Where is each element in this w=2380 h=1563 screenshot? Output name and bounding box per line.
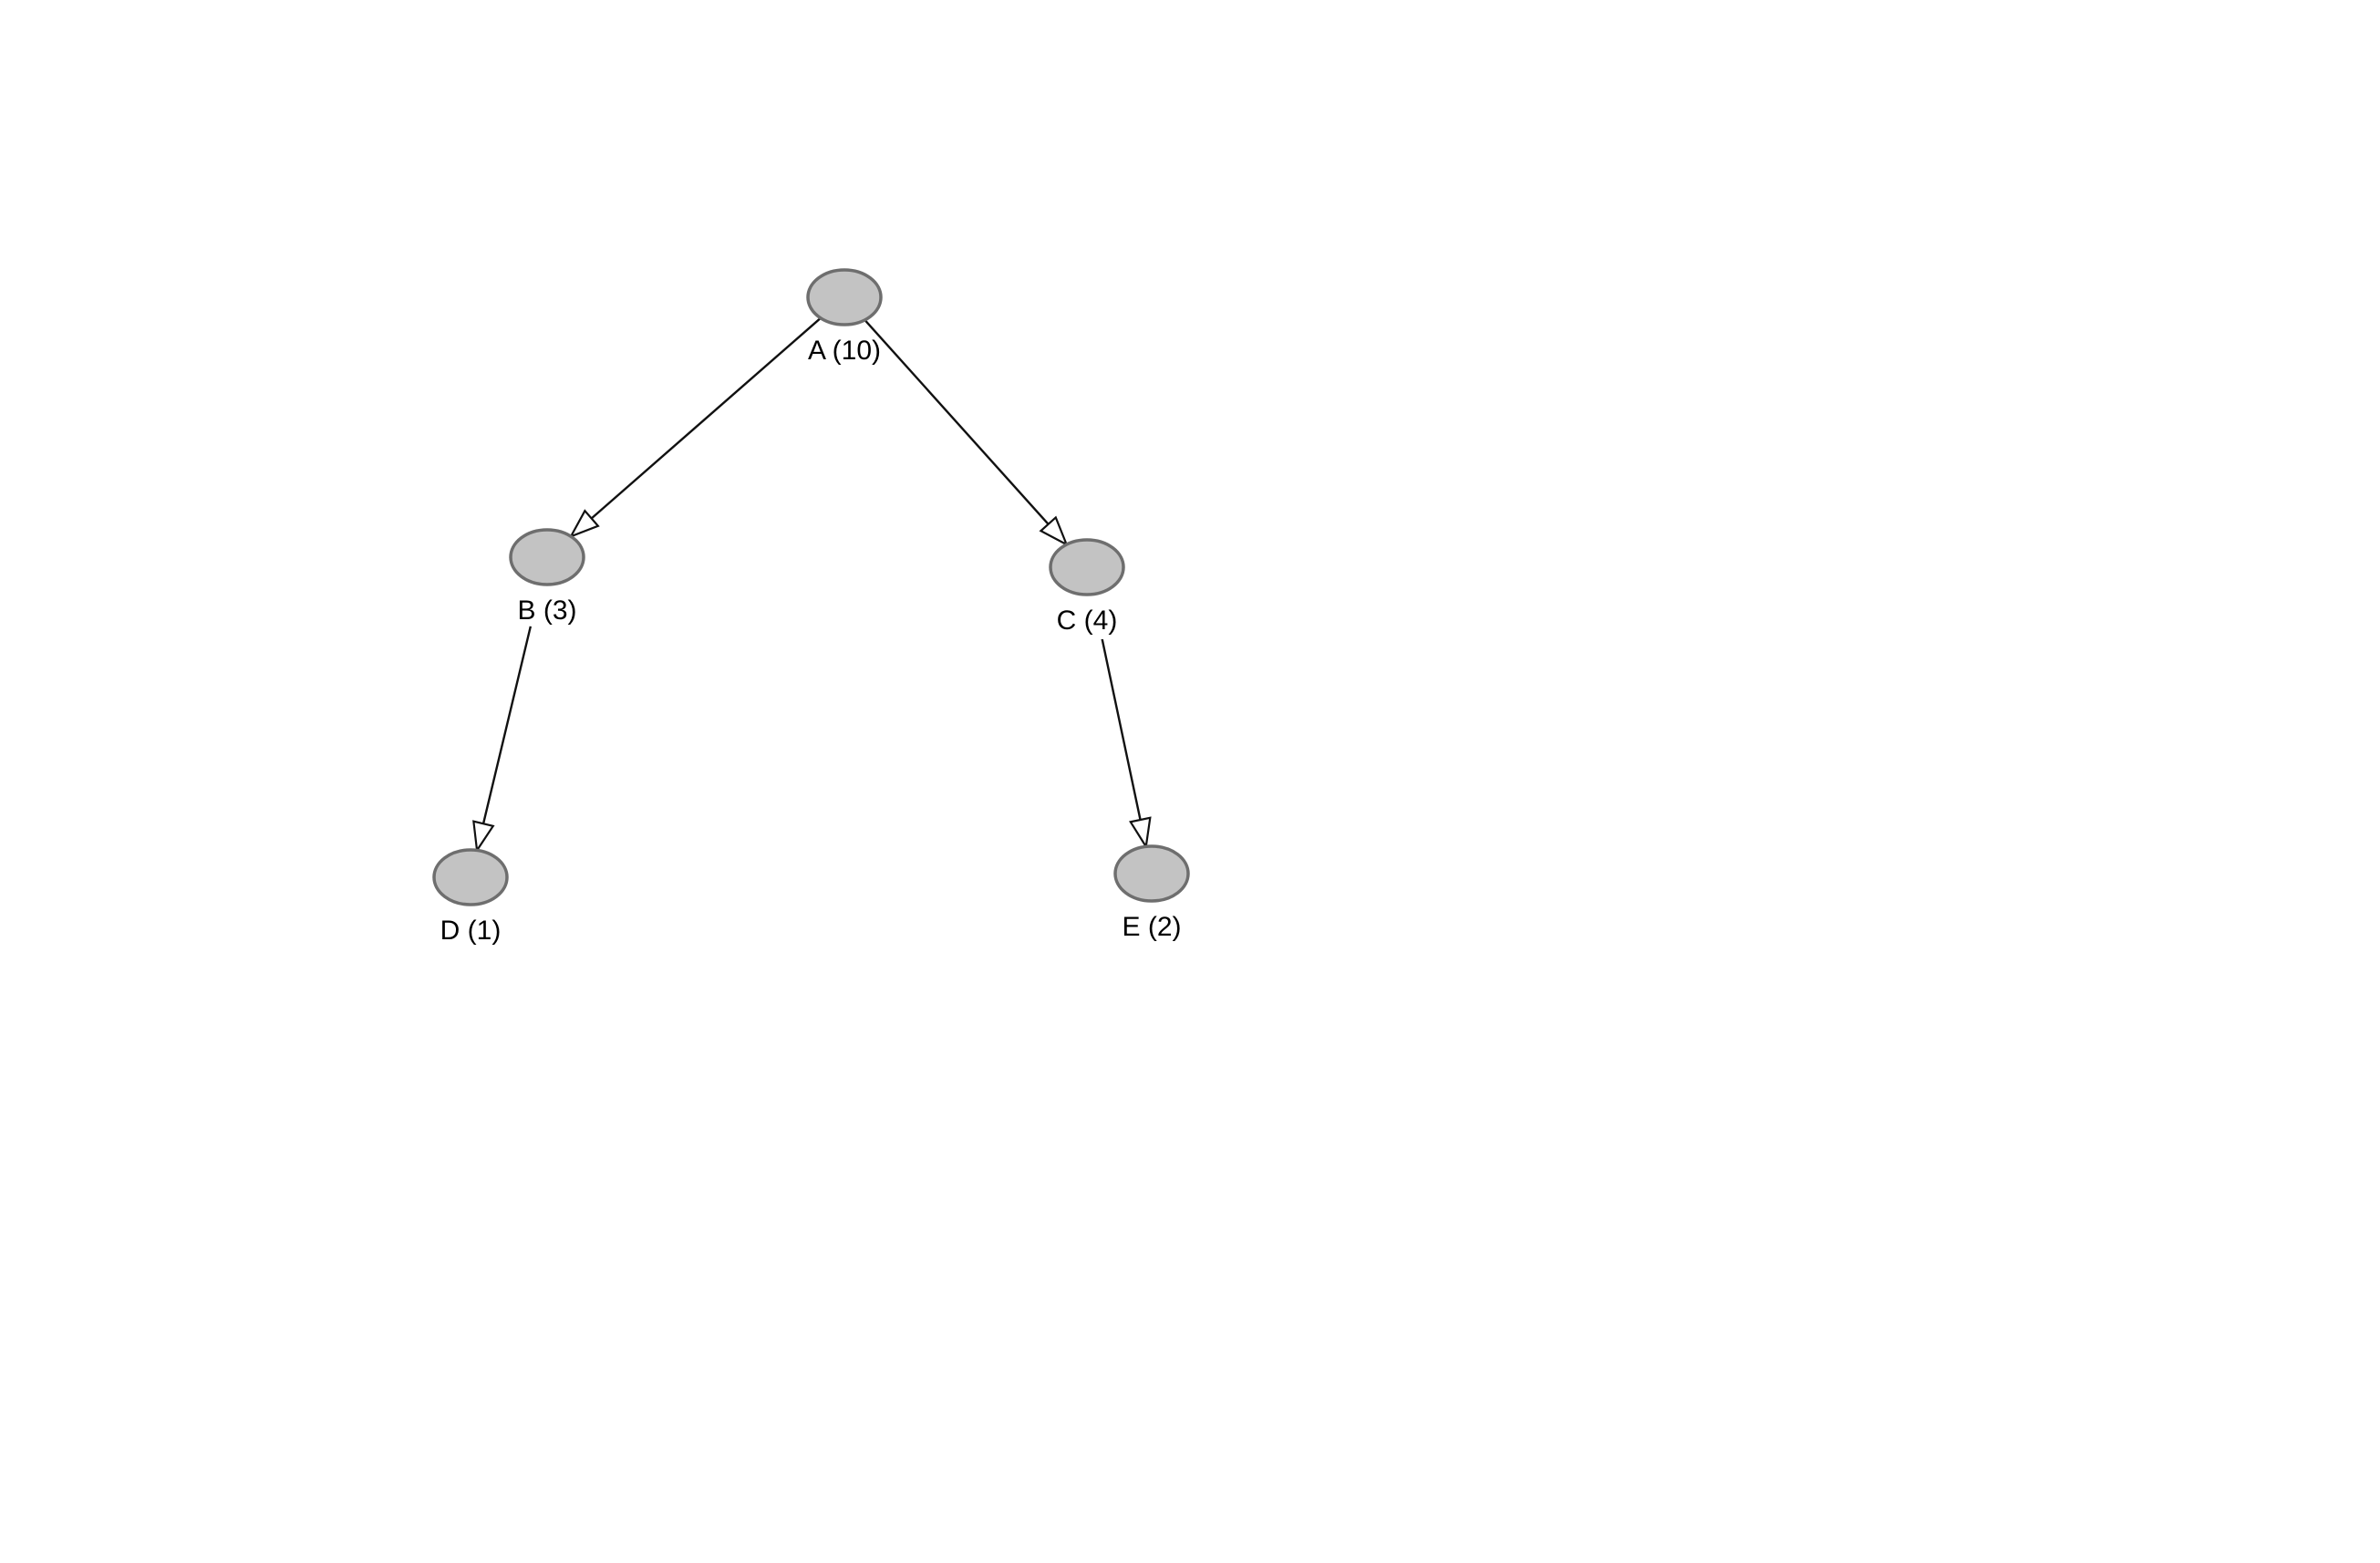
edge-line bbox=[863, 317, 1050, 525]
edges-layer bbox=[472, 316, 1152, 854]
node-a[interactable]: A (10) bbox=[803, 268, 885, 370]
node-shape[interactable] bbox=[1113, 844, 1190, 903]
node-b[interactable]: B (3) bbox=[509, 528, 585, 630]
node-label: D (1) bbox=[440, 916, 502, 946]
node-label: E (2) bbox=[1122, 912, 1181, 942]
arrowhead-icon bbox=[1039, 515, 1069, 547]
node-shape[interactable] bbox=[1049, 538, 1125, 596]
node-label: B (3) bbox=[517, 595, 576, 626]
arrowhead-icon bbox=[1129, 816, 1152, 850]
node-shape[interactable] bbox=[806, 268, 883, 326]
edge-a-b bbox=[568, 316, 823, 539]
arrowhead-icon bbox=[472, 820, 495, 854]
nodes-layer: A (10) B (3) C (4) D (1) E (2) bbox=[432, 268, 1190, 950]
edge-c-e bbox=[1100, 637, 1152, 850]
edge-line bbox=[1100, 637, 1142, 821]
node-d[interactable]: D (1) bbox=[432, 848, 509, 950]
edge-line bbox=[590, 316, 823, 520]
node-label: C (4) bbox=[1057, 606, 1118, 636]
node-label: A (10) bbox=[808, 336, 881, 366]
node-c[interactable]: C (4) bbox=[1049, 538, 1125, 640]
node-shape[interactable] bbox=[509, 528, 585, 586]
edge-line bbox=[481, 626, 533, 824]
edge-a-c bbox=[863, 317, 1069, 547]
node-shape[interactable] bbox=[432, 848, 509, 906]
node-e[interactable]: E (2) bbox=[1113, 844, 1190, 947]
arrowhead-icon bbox=[568, 509, 600, 539]
edge-b-d bbox=[472, 626, 533, 854]
